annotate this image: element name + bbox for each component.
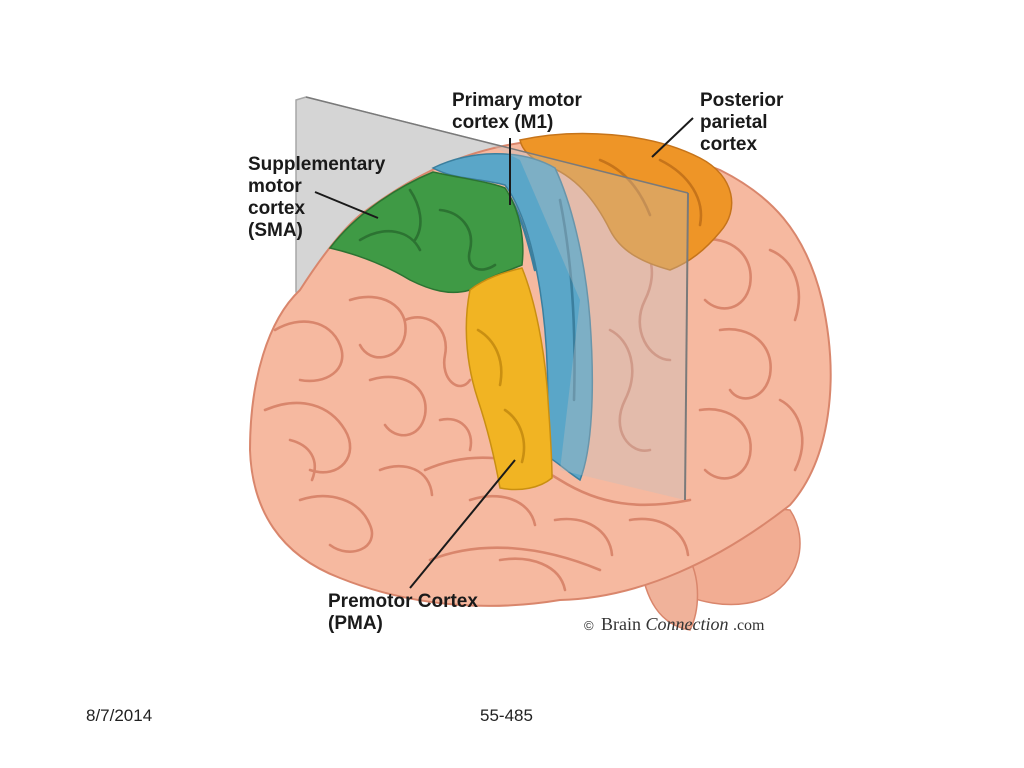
plane-edge — [305, 96, 689, 194]
label-posterior-parietal: Posterior parietal cortex — [700, 90, 789, 155]
label-primary-motor: Primary motor cortex (M1) — [452, 90, 587, 133]
footer-slide-code: 55-485 — [480, 706, 533, 725]
m1-fold — [558, 198, 576, 402]
ppc-fold — [598, 158, 652, 217]
lateral-fissure — [423, 456, 692, 507]
sma-fold — [358, 230, 422, 252]
premotor-cortex-region — [465, 267, 553, 491]
pma-fold — [476, 328, 503, 387]
sma-fold — [408, 188, 422, 242]
primary-motor-cortex-region — [431, 153, 594, 482]
plane-edge — [684, 192, 689, 501]
leader-line-pma — [409, 459, 516, 589]
sma-fold — [438, 208, 497, 271]
label-premotor: Premotor Cortex (PMA) — [328, 591, 483, 634]
pma-fold — [503, 408, 526, 464]
temporal-gyri — [468, 494, 690, 592]
footer-date: 8/7/2014 — [86, 706, 153, 725]
frontal-gyri — [263, 295, 473, 553]
label-supplementary-motor: Supplementary motor cortex (SMA) — [248, 154, 391, 241]
image-credit: © Brain Connection .com — [584, 614, 765, 634]
leader-line-ppc — [651, 117, 694, 158]
posterior-gyri — [608, 228, 804, 480]
coronal-plane-front — [480, 140, 688, 500]
supplementary-motor-cortex-region — [328, 171, 524, 294]
temporal-lobe-edge — [428, 546, 602, 572]
ppc-fold — [658, 158, 703, 227]
leader-line-sma — [314, 191, 379, 219]
